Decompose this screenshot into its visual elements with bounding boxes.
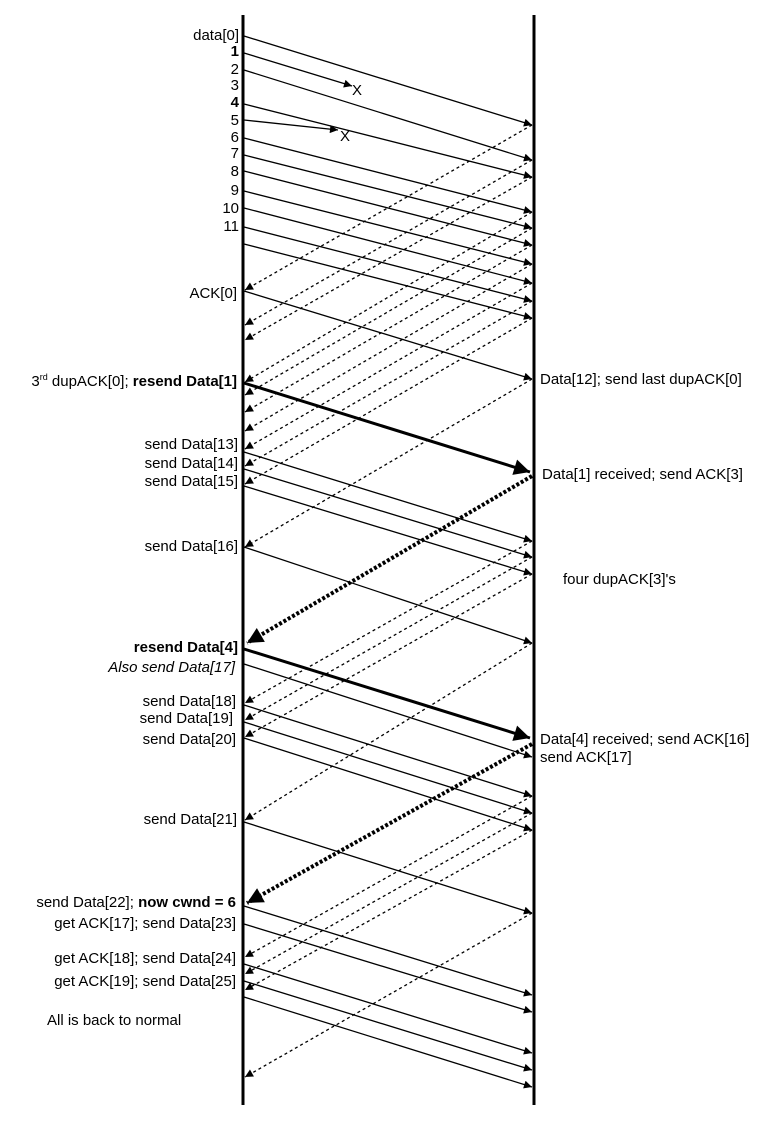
label-seq-5: 5	[231, 112, 239, 129]
label-get17: get ACK[17]; send Data[23]	[54, 915, 236, 932]
label-send21: send Data[21]	[144, 811, 237, 828]
label-seq-3: 3	[231, 77, 239, 94]
label-ack0: ACK[0]	[189, 285, 237, 302]
label-data12: Data[12]; send last dupACK[0]	[540, 371, 742, 388]
label-send16: send Data[16]	[145, 538, 238, 555]
label-send-ack17: send ACK[17]	[540, 749, 632, 766]
label-get19: get ACK[19]; send Data[25]	[54, 973, 236, 990]
label-seq-8: 8	[231, 163, 239, 180]
label-seq-2: 2	[231, 61, 239, 78]
label-seq-9: 9	[231, 182, 239, 199]
loss-mark-2: X	[340, 128, 350, 145]
label-seq-4: 4	[231, 94, 240, 111]
label-send15: send Data[15]	[145, 473, 238, 490]
label-send20: send Data[20]	[143, 731, 236, 748]
label-also17: Also send Data[17]	[107, 659, 236, 676]
label-get18: get ACK[18]; send Data[24]	[54, 950, 236, 967]
label-seq-11: 11	[223, 218, 239, 235]
label-data0: data[0]	[193, 27, 239, 44]
label-send14: send Data[14]	[145, 455, 238, 472]
sender-labels: data[0] 1 2 3 4 5 6 7 8 9 10 11 ACK[0] 3…	[31, 27, 239, 990]
label-send18: send Data[18]	[143, 693, 236, 710]
label-seq-7: 7	[231, 145, 239, 162]
label-seq-1: 1	[231, 43, 239, 60]
label-back-to-normal: All is back to normal	[47, 1012, 181, 1029]
receiver-labels: Data[12]; send last dupACK[0] Data[1] re…	[540, 371, 749, 766]
label-send22: send Data[22]; now cwnd = 6	[36, 894, 236, 911]
label-data1-received: Data[1] received; send ACK[3]	[542, 466, 743, 483]
retransmit-arrows	[243, 381, 534, 905]
label-seq-6: 6	[231, 129, 239, 146]
label-third-dupack: 3rd dupACK[0]; resend Data[1]	[31, 372, 237, 390]
label-send13: send Data[13]	[145, 436, 238, 453]
loss-mark-1: X	[352, 82, 362, 99]
label-resend4: resend Data[4]	[134, 639, 238, 656]
label-send19: send Data[19]	[140, 710, 233, 727]
label-seq-10: 10	[222, 200, 239, 217]
label-data4-received: Data[4] received; send ACK[16]	[540, 731, 749, 748]
data-segment-arrows	[243, 35, 533, 1089]
ack-arrows	[244, 124, 533, 1078]
label-four-dupack: four dupACK[3]'s	[563, 571, 676, 588]
